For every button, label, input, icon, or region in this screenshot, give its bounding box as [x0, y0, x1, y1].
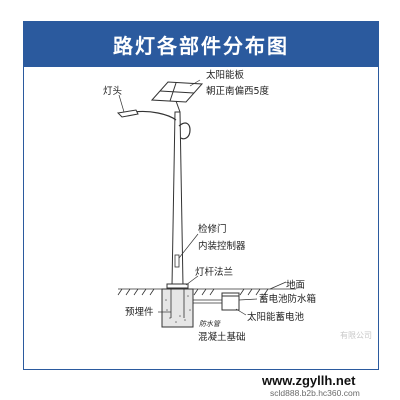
access-door	[174, 254, 180, 268]
title-banner: 路灯各部件分布图	[23, 21, 379, 67]
label-ground: 地面	[286, 279, 305, 291]
label-solar-panel: 太阳能板	[206, 69, 245, 81]
leader-lines	[118, 79, 287, 316]
ground-surface	[117, 288, 296, 296]
label-solar-battery: 太阳能蓄电池	[247, 311, 305, 323]
page-title: 路灯各部件分布图	[113, 33, 289, 58]
label-solar-orientation: 朝正南偏西5度	[206, 85, 270, 97]
label-flange: 灯杆法兰	[195, 266, 233, 278]
pole-flange	[166, 283, 189, 289]
diagram-frame	[23, 67, 379, 370]
label-foundation: 混凝土基础	[198, 331, 246, 343]
label-lamp-head: 灯头	[103, 85, 122, 97]
watermark-url: www.zgyllh.net	[261, 373, 356, 388]
watermark-faint: 有限公司	[340, 330, 372, 340]
lamp-head	[116, 109, 139, 118]
label-conduit: 防水管	[199, 320, 221, 328]
concrete-foundation	[161, 288, 194, 328]
label-controller: 内装控制器	[198, 240, 246, 252]
watermark-sub: scld888.b2b.hc360.com	[270, 388, 360, 398]
solar-panel	[150, 81, 204, 113]
battery-box	[221, 292, 240, 311]
label-access-door: 检修门	[198, 223, 227, 235]
conduit-pipe	[193, 299, 222, 304]
label-battery-box: 蓄电池防水箱	[259, 293, 316, 305]
label-embedded: 预埋件	[125, 306, 154, 318]
lamp-arm	[133, 110, 191, 140]
